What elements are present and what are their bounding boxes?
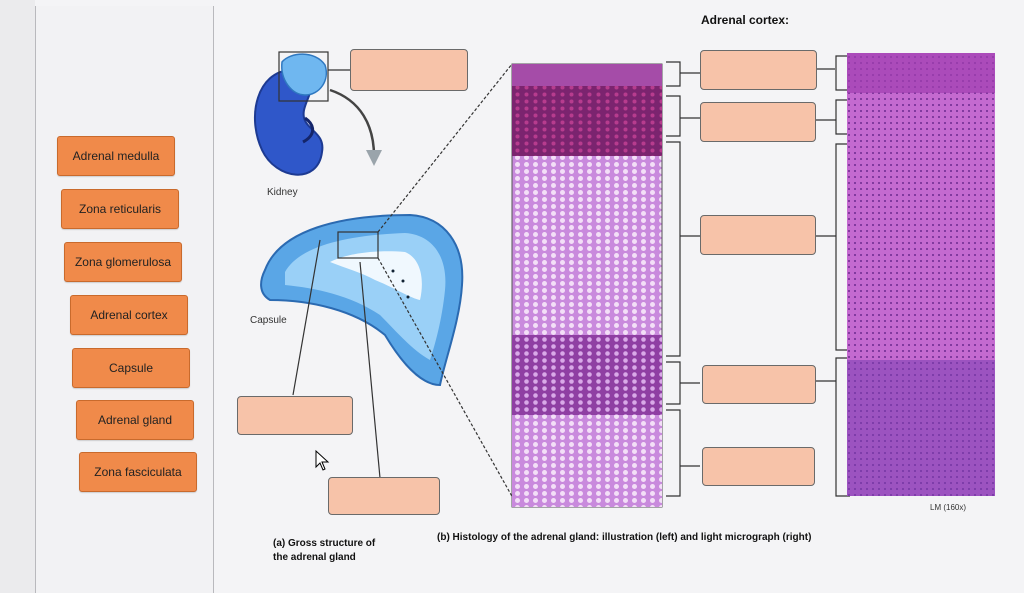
- label-zona-glomerulosa[interactable]: Zona glomerulosa: [64, 242, 182, 282]
- histology-illustration: [511, 63, 663, 508]
- light-micrograph: [847, 53, 995, 496]
- kidney-label: Kidney: [267, 187, 298, 198]
- label-capsule[interactable]: Capsule: [72, 348, 190, 388]
- answer-box-histology-5[interactable]: [702, 447, 815, 486]
- kidney-illustration: [253, 51, 382, 176]
- label-adrenal-cortex[interactable]: Adrenal cortex: [70, 295, 188, 335]
- label-adrenal-medulla[interactable]: Adrenal medulla: [57, 136, 175, 176]
- label-adrenal-gland[interactable]: Adrenal gland: [76, 400, 194, 440]
- adrenal-cortex-title: Adrenal cortex:: [701, 13, 790, 27]
- answer-box-gross-left[interactable]: [237, 396, 353, 435]
- answer-box-histology-2[interactable]: [700, 102, 816, 142]
- caption-a-line2: the adrenal gland: [273, 552, 356, 563]
- answer-box-histology-3[interactable]: [700, 215, 816, 255]
- magnification-label: LM (160x): [930, 503, 967, 512]
- answer-box-gross-bottom[interactable]: [328, 477, 440, 515]
- label-zona-reticularis[interactable]: Zona reticularis: [61, 189, 179, 229]
- caption-b: (b) Histology of the adrenal gland: illu…: [437, 532, 812, 543]
- leader-lines: [292, 55, 850, 508]
- caption-a-line1: (a) Gross structure of: [273, 538, 376, 549]
- capsule-label: Capsule: [250, 315, 287, 326]
- label-bank: Adrenal medulla Zona reticularis Zona gl…: [35, 6, 214, 593]
- label-zona-fasciculata[interactable]: Zona fasciculata: [79, 452, 197, 492]
- adrenal-gland-illustration: [260, 213, 464, 387]
- answer-box-histology-4[interactable]: [702, 365, 816, 404]
- answer-box-histology-1[interactable]: [700, 50, 817, 90]
- answer-box-adrenal-gland-top[interactable]: [350, 49, 468, 91]
